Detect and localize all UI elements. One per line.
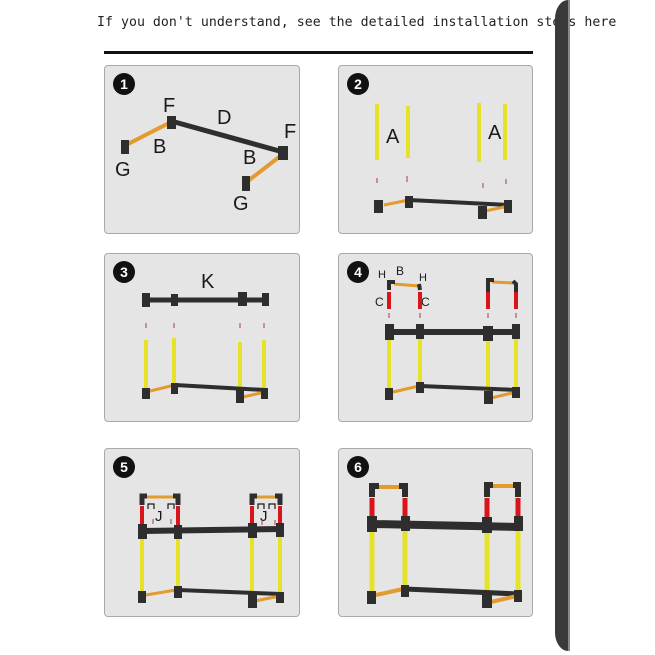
- label-h-left: H: [378, 269, 386, 281]
- instruction-header: If you don't understand, see the detaile…: [97, 15, 617, 30]
- label-c-right: C: [421, 295, 430, 309]
- label-f-left: F: [163, 95, 175, 117]
- step-2-panel: A A 2: [338, 65, 533, 234]
- header-divider: [104, 51, 533, 54]
- step-number-badge: 6: [347, 456, 369, 478]
- label-a-right: A: [488, 122, 502, 144]
- step-number-badge: 2: [347, 73, 369, 95]
- step-3-panel: K 3: [104, 253, 300, 422]
- step-5-panel: J J 5: [104, 448, 300, 617]
- page-edge-bar: [555, 0, 570, 651]
- step-6-diagram: [367, 482, 523, 608]
- label-g-right: G: [233, 193, 249, 215]
- label-c-left: C: [375, 295, 384, 309]
- label-d: D: [217, 107, 231, 129]
- label-j-left: J: [155, 508, 163, 525]
- step-number-badge: 5: [113, 456, 135, 478]
- label-a-left: A: [386, 126, 400, 148]
- step-4-diagram: H B H C C: [375, 264, 520, 404]
- label-b-right: B: [243, 147, 256, 169]
- step-number-badge: 1: [113, 73, 135, 95]
- label-h-right: H: [419, 272, 427, 284]
- step-1-panel: F D F B B G G 1: [104, 65, 300, 234]
- label-b: B: [396, 264, 404, 278]
- step-6-panel: 6: [338, 448, 533, 617]
- step-5-diagram: J J: [138, 493, 284, 608]
- step-number-badge: 3: [113, 261, 135, 283]
- step-4-panel: H B H C C: [338, 253, 533, 422]
- step-1-diagram: F D F B B G G: [115, 95, 296, 215]
- step-2-diagram: A A: [374, 103, 512, 219]
- label-k: K: [201, 271, 215, 293]
- label-b-left: B: [153, 136, 166, 158]
- step-3-diagram: K: [142, 271, 269, 403]
- label-f-right: F: [284, 121, 296, 143]
- step-number-badge: 4: [347, 261, 369, 283]
- label-j-right: J: [260, 508, 268, 525]
- label-g-left: G: [115, 159, 131, 181]
